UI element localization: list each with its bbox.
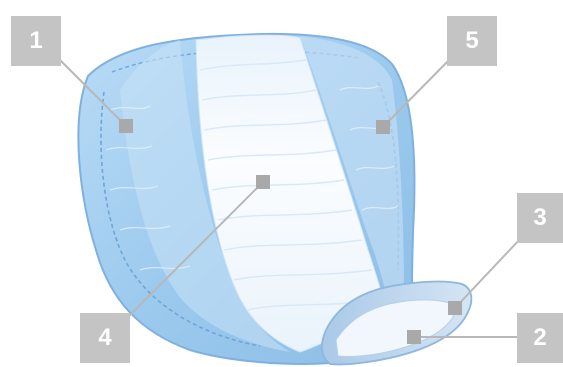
callout-label-1: 1: [29, 27, 42, 55]
callout-label-4: 4: [98, 324, 111, 352]
marker-3: [448, 301, 462, 315]
marker-2: [407, 330, 421, 344]
callout-label-2: 2: [533, 324, 546, 352]
callout-label-5: 5: [465, 27, 478, 55]
callout-badge-5: 5: [447, 16, 497, 66]
marker-4: [256, 175, 270, 189]
marker-5: [376, 120, 390, 134]
callout-badge-2: 2: [517, 313, 563, 363]
marker-1: [119, 119, 133, 133]
callout-badge-3: 3: [517, 193, 563, 243]
callout-badge-4: 4: [80, 313, 130, 363]
callout-label-3: 3: [533, 204, 546, 232]
callout-badge-1: 1: [11, 16, 61, 66]
